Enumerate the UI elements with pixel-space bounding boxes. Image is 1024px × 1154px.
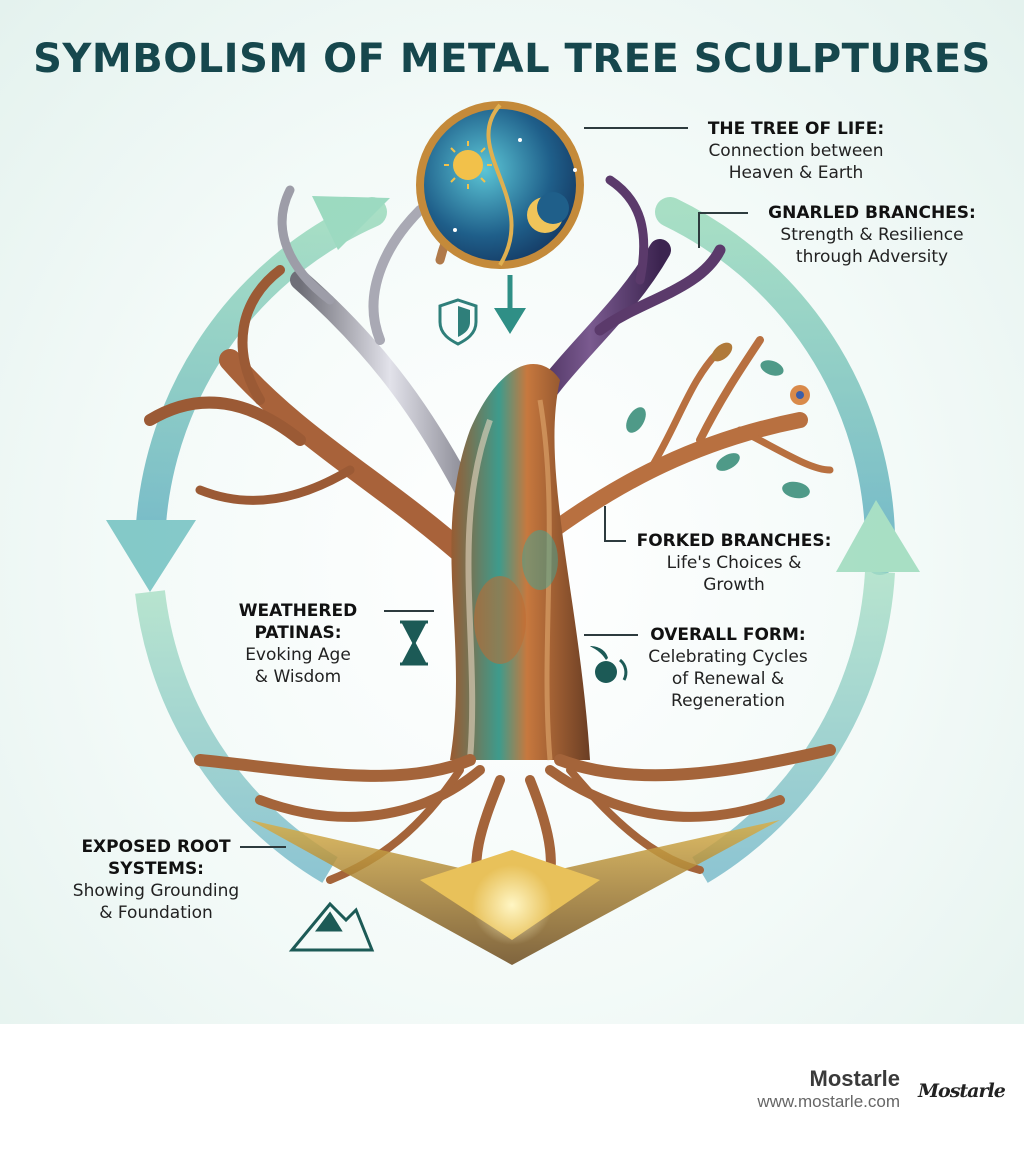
label-heading: WEATHERED [238, 601, 358, 621]
footer [0, 1024, 1024, 1154]
label-text: Celebrating Cycles [648, 647, 808, 667]
label-text: Showing Grounding [72, 881, 240, 901]
page-title: SYMBOLISM OF METAL TREE SCULPTURES [33, 36, 991, 82]
label-text: Connection between [708, 141, 884, 161]
label-text: Evoking Age [245, 645, 351, 665]
leader-gnarled-v [698, 212, 700, 248]
label-text: of Renewal & [671, 669, 785, 689]
cosmic-orb [416, 101, 584, 269]
label-text: & Wisdom [254, 667, 342, 687]
leader-tree-of-life [584, 127, 688, 129]
label-forked-branches: FORKED BRANCHES: Life's Choices & Growth [628, 530, 840, 596]
leader-roots [240, 846, 286, 848]
label-tree-of-life: THE TREE OF LIFE: Connection between Hea… [676, 118, 916, 184]
trunk [450, 364, 590, 761]
label-text: Heaven & Earth [728, 163, 864, 183]
tree-illustration [106, 101, 920, 965]
label-heading: EXPOSED ROOT [81, 837, 231, 857]
label-weathered-patinas: WEATHERED PATINAS: Evoking Age & Wisdom [230, 600, 366, 688]
label-heading: FORKED BRANCHES: [636, 531, 832, 551]
mountain-icon [288, 901, 375, 952]
leader-overall [584, 634, 638, 636]
leader-forked-v [604, 506, 606, 540]
label-text: & Foundation [99, 903, 213, 923]
down-arrow-icon [494, 275, 526, 334]
label-overall-form: OVERALL FORM: Celebrating Cycles of Rene… [630, 624, 826, 712]
sun-icon [444, 141, 492, 189]
hourglass-icon [400, 620, 428, 666]
label-heading: PATINAS: [254, 623, 342, 643]
label-exposed-roots: EXPOSED ROOT SYSTEMS: Showing Grounding … [56, 836, 256, 924]
leader-forked-h [604, 540, 626, 542]
label-gnarled-branches: GNARLED BRANCHES: Strength & Resilience … [752, 202, 992, 268]
label-heading: GNARLED BRANCHES: [768, 203, 976, 223]
label-text: Strength & Resilience [780, 225, 964, 245]
arrow-head-right [836, 500, 920, 572]
label-text: through Adversity [795, 247, 949, 267]
arrow-head-top-left [312, 196, 390, 250]
leader-gnarled-h [698, 212, 748, 214]
label-text: Regeneration [671, 691, 785, 711]
renewal-icon [590, 646, 628, 683]
gem-base [250, 820, 780, 965]
label-text: Growth [703, 575, 765, 595]
brand-logo: Mostarle [918, 1080, 1006, 1102]
label-heading: OVERALL FORM: [650, 625, 806, 645]
leaves [626, 342, 810, 499]
shield-icon [438, 298, 478, 346]
label-text: Life's Choices & [666, 553, 802, 573]
cycle-arrows [106, 196, 920, 883]
brand-name: Mostarle [809, 1066, 900, 1091]
leader-weathered [384, 610, 434, 612]
moon-icon [527, 192, 569, 233]
infographic-canvas: SYMBOLISM OF METAL TREE SCULPTURES [0, 0, 1024, 1024]
brand-url: www.mostarle.com [757, 1092, 900, 1111]
arrow-head-left [106, 520, 196, 592]
roots [194, 744, 836, 915]
label-heading: THE TREE OF LIFE: [707, 119, 885, 139]
label-heading: SYSTEMS: [108, 859, 204, 879]
